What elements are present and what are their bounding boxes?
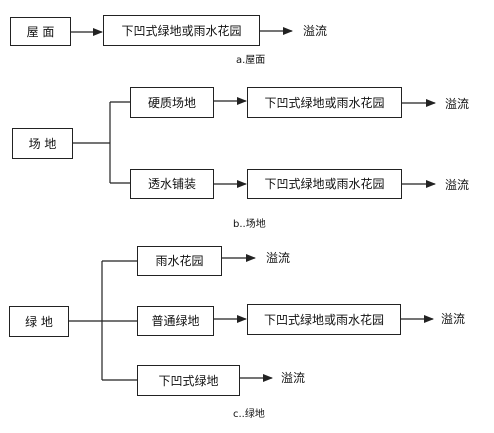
box-b-permeable-paving: 透水铺装 — [130, 169, 214, 199]
text-c2-overflow: 溢流 — [441, 312, 466, 326]
caption-b: b..场地 — [233, 219, 266, 230]
text-b1-overflow: 溢流 — [445, 97, 470, 111]
caption-a: a.屋面 — [236, 55, 266, 66]
box-b1-target: 下凹式绿地或雨水花园 — [247, 87, 402, 118]
text-b2-overflow: 溢流 — [445, 178, 470, 192]
text-c1-overflow: 溢流 — [266, 251, 291, 265]
caption-c: c..绿地 — [233, 409, 265, 420]
box-b2-target: 下凹式绿地或雨水花园 — [247, 169, 402, 199]
text-a-overflow: 溢流 — [303, 24, 328, 38]
box-a-roof: 屋 面 — [10, 17, 71, 46]
box-c-ordinary-green: 普通绿地 — [137, 306, 214, 336]
box-a-target: 下凹式绿地或雨水花园 — [103, 15, 260, 46]
box-b-site: 场 地 — [12, 128, 73, 159]
box-b-hard-site: 硬质场地 — [130, 87, 214, 118]
box-c-green-space: 绿 地 — [9, 306, 69, 337]
box-c2-target: 下凹式绿地或雨水花园 — [247, 304, 401, 335]
text-c3-overflow: 溢流 — [281, 371, 306, 385]
box-c-sunken-green: 下凹式绿地 — [137, 365, 240, 396]
box-c-rain-garden: 雨水花园 — [137, 246, 222, 276]
